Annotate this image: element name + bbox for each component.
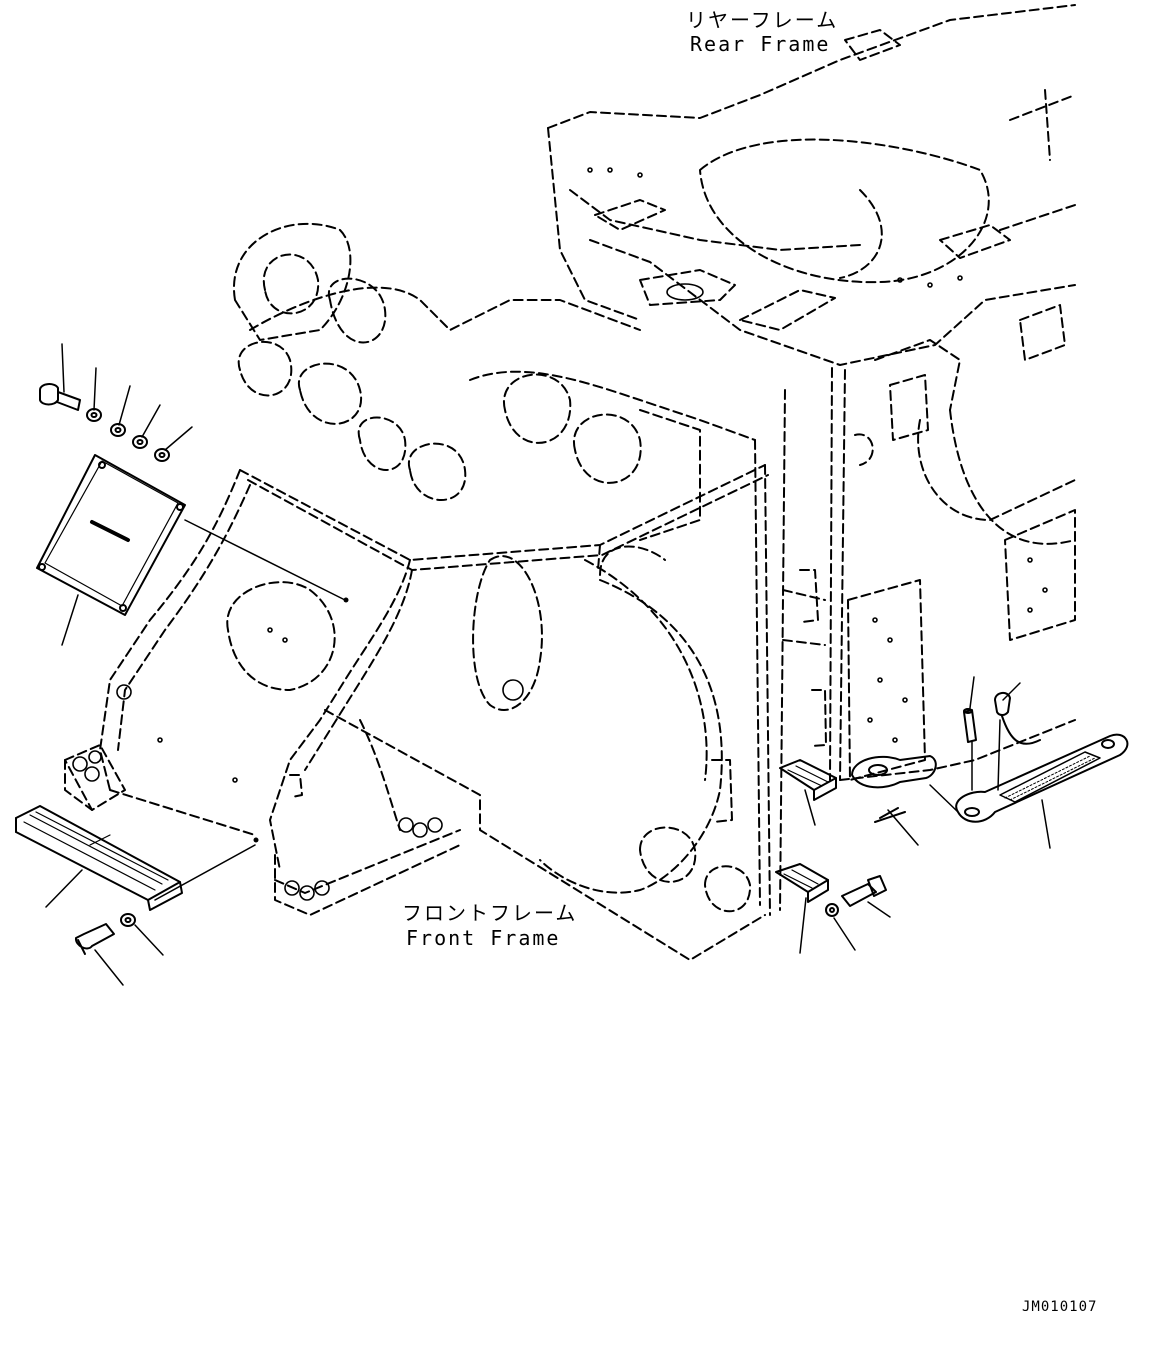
left-step — [15, 805, 183, 911]
right-step — [775, 863, 829, 903]
left-step-bolt — [75, 913, 136, 955]
front-frame-label-jp: フロントフレーム — [402, 901, 578, 925]
leader-dots — [253, 597, 349, 843]
leader-lines — [45, 343, 1051, 986]
mid-step — [779, 759, 837, 801]
right-step-bolt — [825, 875, 887, 917]
cover-bolt-set — [39, 383, 170, 462]
step-plate — [955, 733, 1129, 823]
rear-frame-label: Rear Frame — [690, 32, 831, 56]
cover-plate — [36, 454, 186, 616]
front-frame — [64, 222, 771, 961]
pin — [963, 708, 977, 743]
rear-frame — [547, 4, 1076, 911]
lamp — [994, 692, 1041, 745]
frame-hole-details — [72, 167, 1048, 901]
front-frame-label: Front Frame — [406, 926, 561, 950]
rear-frame-label-jp: リヤーフレーム — [686, 8, 839, 32]
drawing-code: JM010107 — [1022, 1299, 1098, 1315]
hinge-bracket — [851, 755, 937, 823]
